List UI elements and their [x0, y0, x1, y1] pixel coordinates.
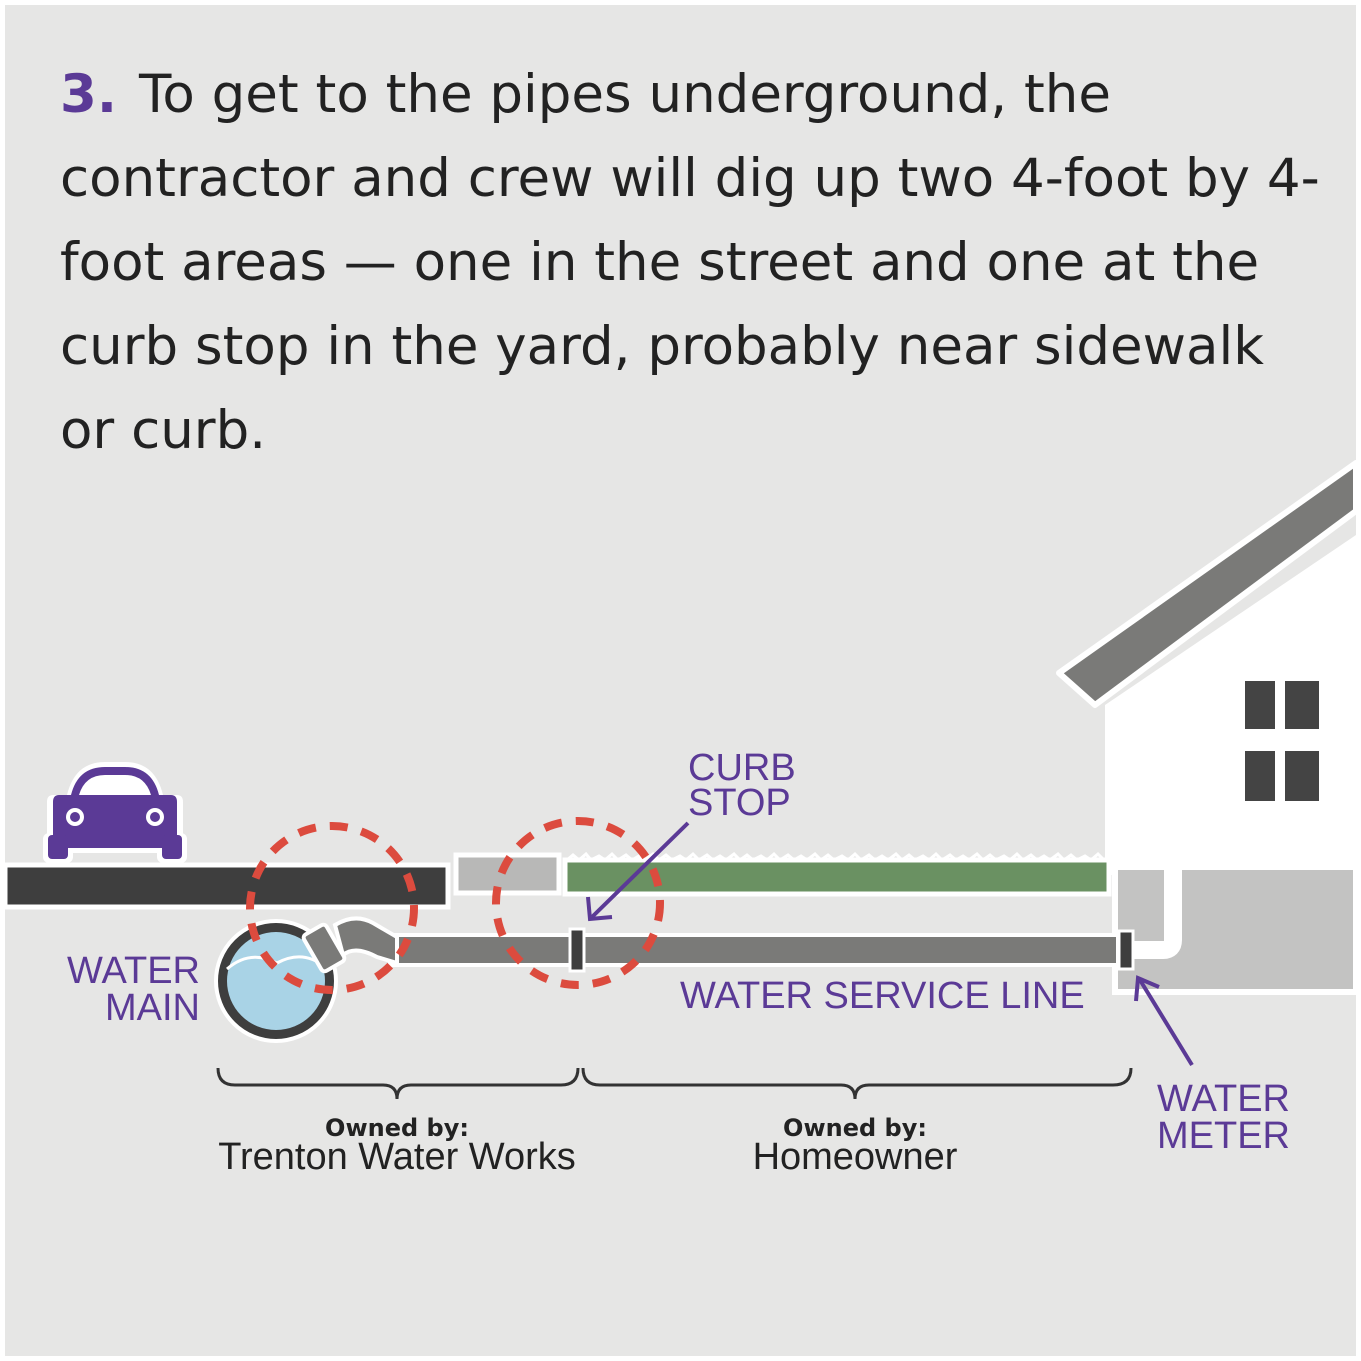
- water-main-label-line1: WATER: [67, 950, 200, 992]
- water-line-diagram: CURB STOP WATER MAIN WATER SERVICE LINE …: [5, 460, 1356, 1178]
- infographic-canvas: 3.To get to the pipes underground, the c…: [5, 5, 1356, 1356]
- water-service-line: [388, 933, 1120, 967]
- window-pane: [1285, 751, 1319, 801]
- water-meter-label-line1: WATER: [1157, 1078, 1290, 1120]
- house-foundation: [1112, 864, 1356, 995]
- ownership-heading-homeowner: Owned by:: [783, 1114, 927, 1142]
- curb-stop-label-line1: CURB: [688, 747, 796, 789]
- step-text: To get to the pipes underground, the con…: [60, 64, 1320, 461]
- water-meter-arrow: [1134, 975, 1194, 1067]
- step-description: 3.To get to the pipes underground, the c…: [60, 53, 1320, 473]
- road: [5, 862, 451, 910]
- window-pane: [1245, 681, 1275, 729]
- house-icon: [1056, 460, 1356, 995]
- ownership-brace-utility: [216, 1067, 580, 1100]
- ownership-owner-utility: Trenton Water Works: [218, 1136, 576, 1178]
- step-number: 3.: [60, 64, 118, 125]
- car-icon: [43, 762, 187, 863]
- dig-area-curb-stop: [492, 817, 664, 989]
- water-main-pipe: [214, 916, 399, 1043]
- curb-stop-arrow: [586, 821, 690, 922]
- water-meter-label-line2: METER: [1157, 1115, 1290, 1157]
- curb-stop-valve: [568, 927, 586, 973]
- water-meter-fitting: [1117, 929, 1135, 971]
- water-main-label-line2: MAIN: [105, 987, 200, 1029]
- window-pane: [1245, 751, 1275, 801]
- ownership-owner-homeowner: Homeowner: [753, 1136, 958, 1178]
- ownership-brace-homeowner: [581, 1067, 1133, 1100]
- window-pane: [1285, 681, 1319, 729]
- water-service-line-label: WATER SERVICE LINE: [680, 975, 1085, 1017]
- ownership-heading-utility: Owned by:: [325, 1114, 469, 1142]
- dig-area-street: [246, 822, 418, 994]
- house-riser-pipe: [1121, 862, 1182, 959]
- curb-stop-label-line2: STOP: [688, 782, 791, 824]
